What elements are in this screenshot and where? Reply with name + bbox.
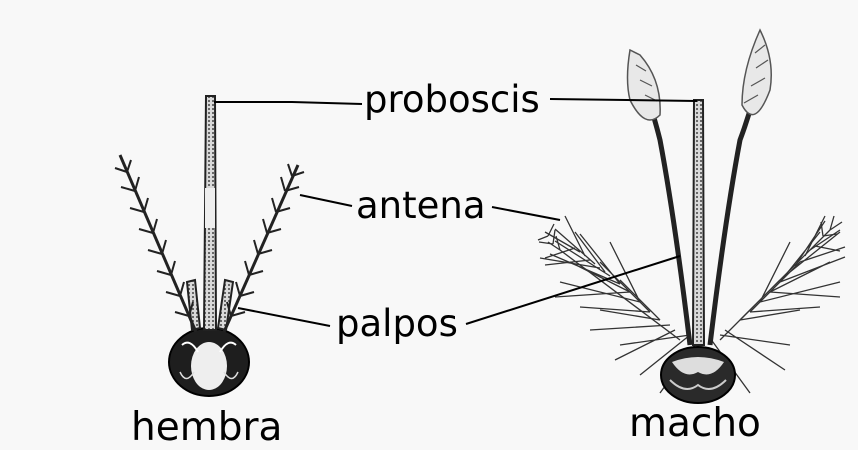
antena-leader-male: [492, 207, 560, 220]
palpos-leader-male: [466, 256, 680, 324]
female-caption: hembra: [131, 408, 282, 447]
male-proboscis: [693, 100, 704, 345]
antena-leader-female: [300, 195, 352, 206]
palpos-leader-female: [238, 308, 330, 326]
female-mosquito-head: [115, 96, 304, 396]
proboscis-leader-female: [214, 102, 362, 104]
proboscis-label: proboscis: [364, 81, 540, 118]
palpos-label: palpos: [336, 305, 458, 342]
female-proboscis: [204, 96, 216, 330]
antena-label: antena: [356, 187, 486, 224]
male-head: [661, 347, 735, 403]
male-mosquito-head: [538, 30, 845, 403]
proboscis-leader-male: [550, 99, 697, 101]
male-caption: macho: [629, 404, 761, 443]
